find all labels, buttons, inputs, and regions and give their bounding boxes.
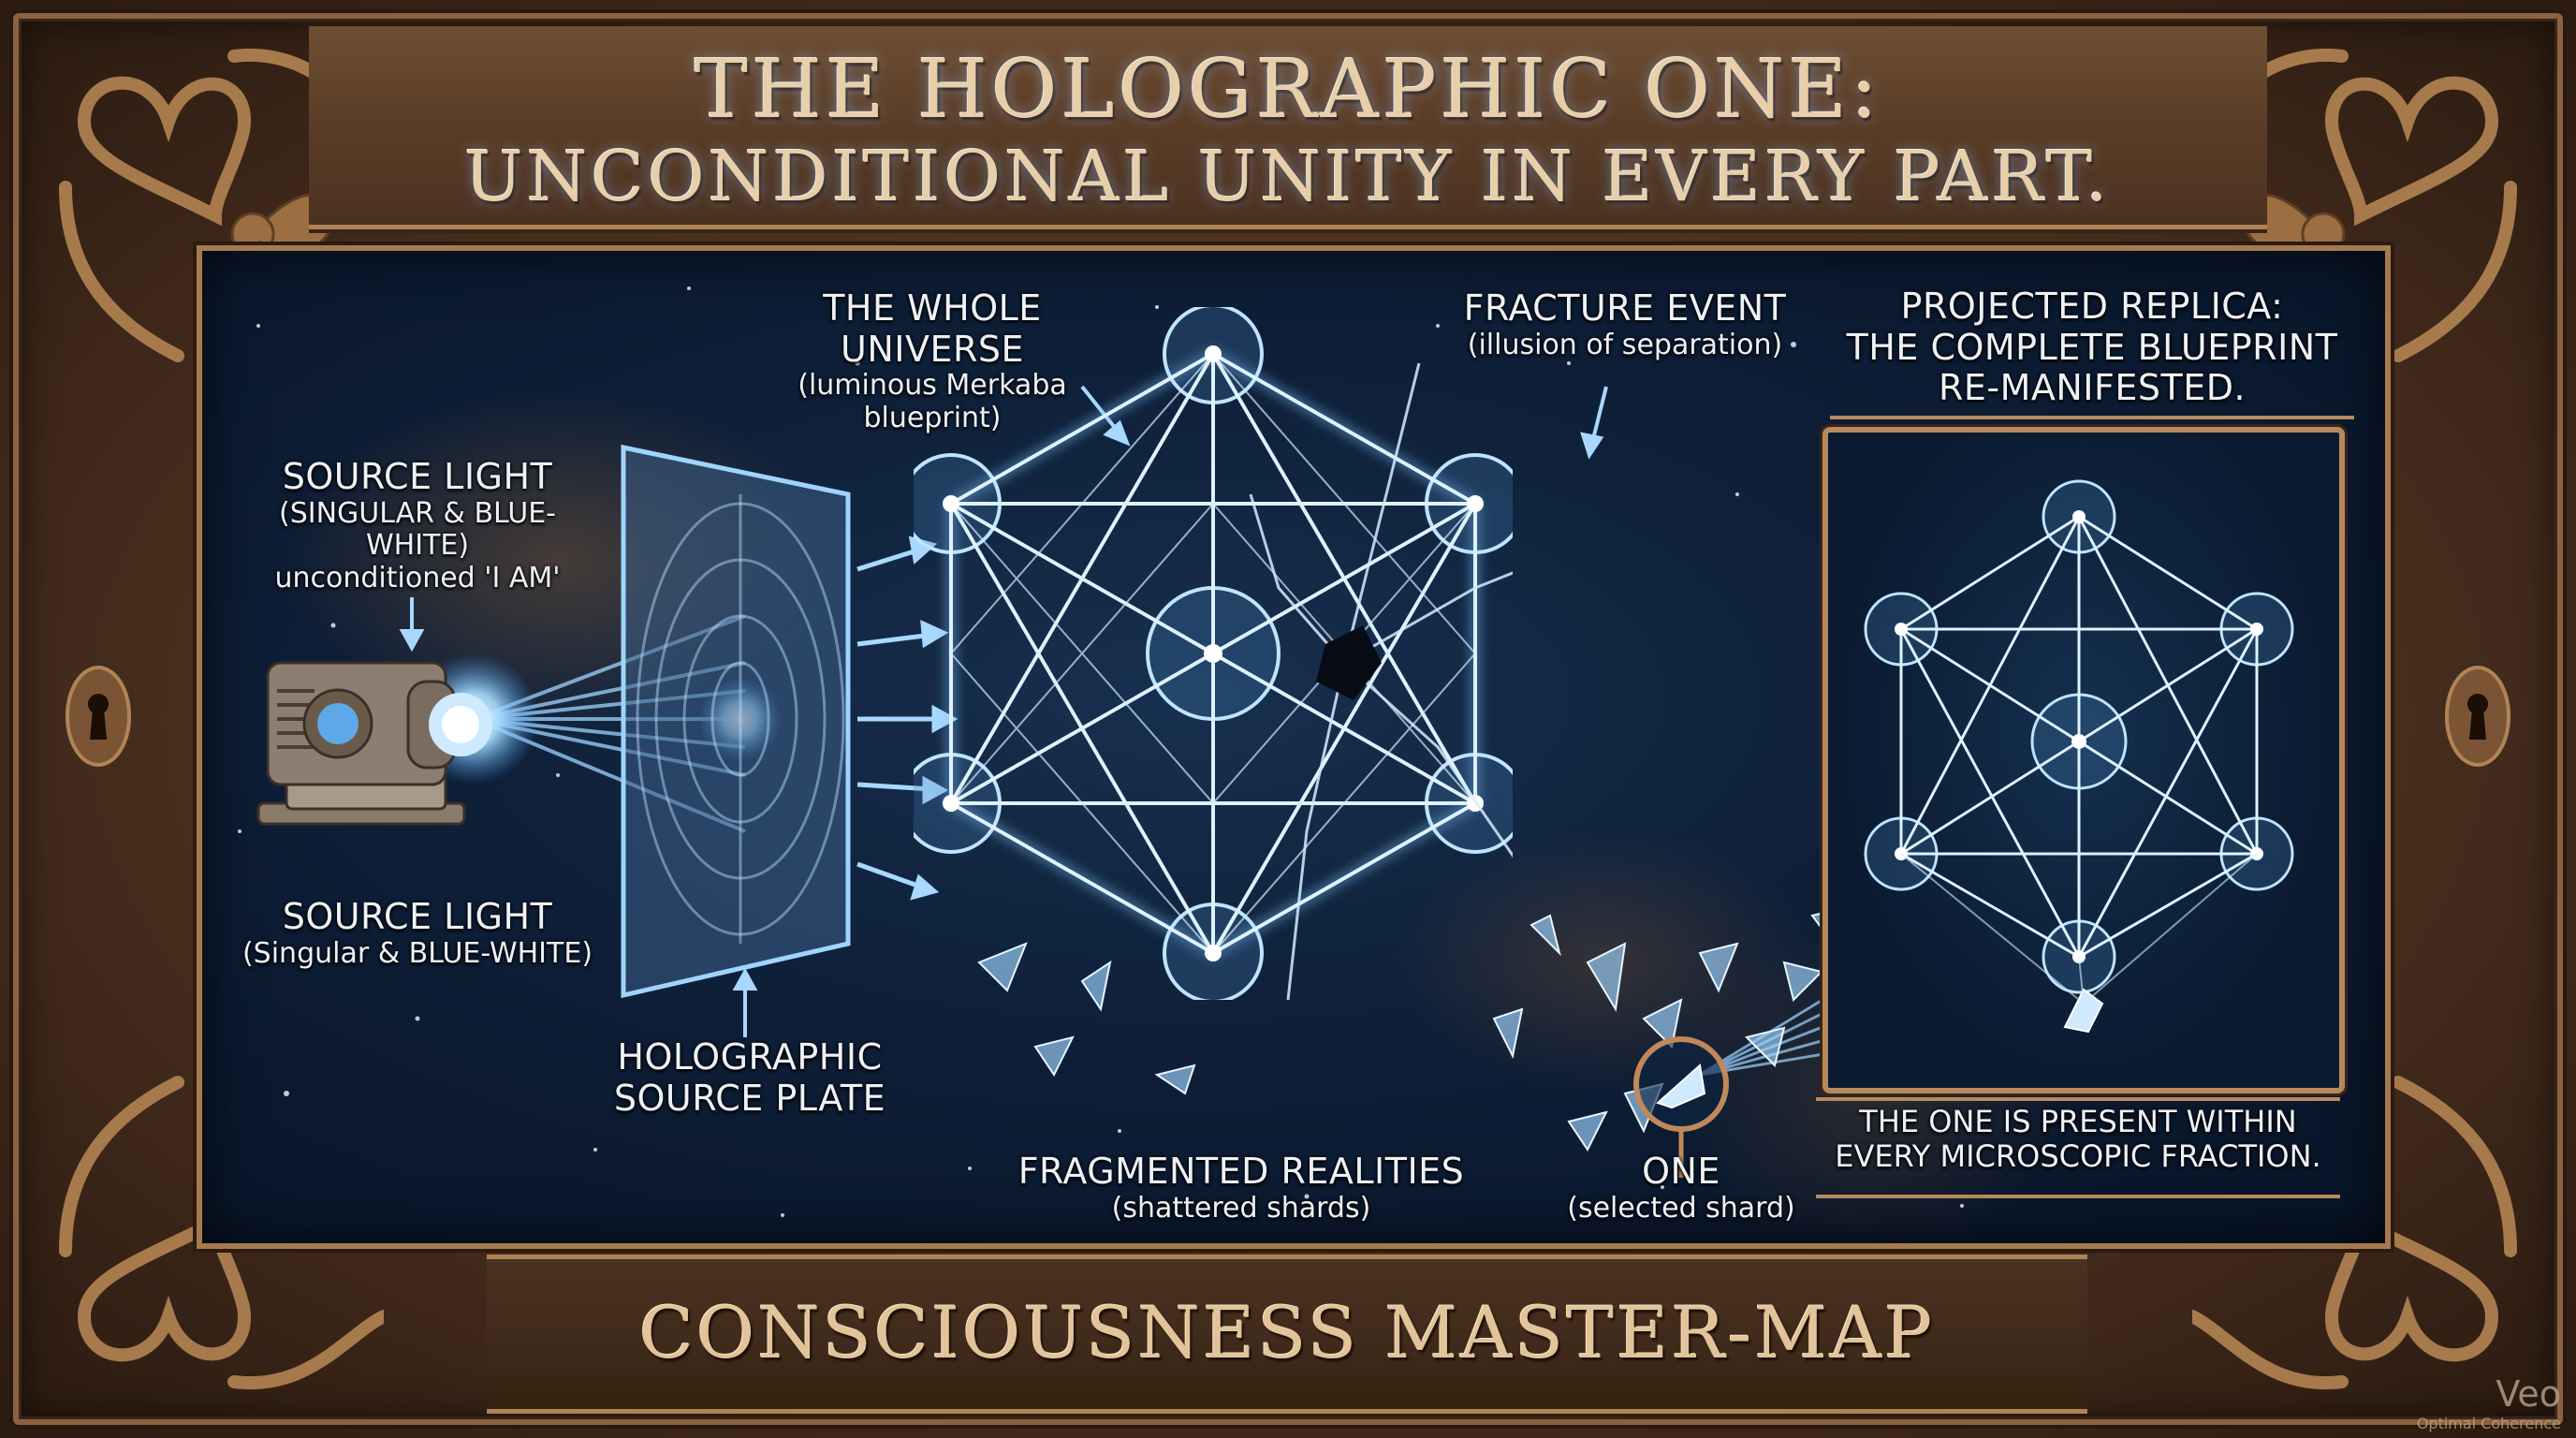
frame-border xyxy=(13,13,2563,1425)
watermark-tagline: Optimal Coherence xyxy=(2416,1415,2561,1432)
watermark: Veo Optimal Coherence xyxy=(2417,1373,2561,1432)
replica-caption: THE ONE IS PRESENT WITHIN EVERY MICROSCO… xyxy=(1835,1104,2321,1174)
footer-title: CONSCIOUSNESS MASTER-MAP xyxy=(638,1291,1936,1374)
source-light-label: SOURCE LIGHT (SINGULAR & BLUE-WHITE) unc… xyxy=(274,456,561,594)
one-shard-label: ONE (selected shard) xyxy=(1567,1151,1795,1225)
footer-panel: CONSCIOUSNESS MASTER-MAP xyxy=(487,1255,2087,1414)
replica-title-bar xyxy=(1830,275,2354,419)
watermark-brand: Veo xyxy=(2496,1373,2561,1415)
keyhole-icon xyxy=(66,666,131,767)
projected-replica-label: PROJECTED REPLICA: THE COMPLETE BLUEPRIN… xyxy=(1846,286,2338,409)
replica-caption-bar xyxy=(1816,1097,2340,1198)
whole-universe-label: THE WHOLE UNIVERSE (luminous Merkaba blu… xyxy=(798,287,1067,434)
holographic-plate-label: HOLOGRAPHIC SOURCE PLATE xyxy=(613,1036,886,1119)
source-light-lower-label: SOURCE LIGHT (Singular & BLUE-WHITE) xyxy=(242,896,593,970)
page-subtitle: UNCONDITIONAL UNITY IN EVERY PART. xyxy=(464,137,2112,217)
keyhole-icon xyxy=(2445,666,2510,767)
projector-icon xyxy=(256,661,492,826)
magnifier-ring-icon[interactable] xyxy=(1625,1028,1737,1187)
metatrons-cube-icon xyxy=(914,307,1513,1000)
metatrons-cube-replica-icon xyxy=(1864,479,2294,1034)
fragmented-realities-label: FRAGMENTED REALITIES (shattered shards) xyxy=(1017,1151,1465,1225)
fracture-event-label: FRACTURE EVENT (illusion of separation) xyxy=(1463,287,1787,361)
page-title: THE HOLOGRAPHIC ONE: xyxy=(694,43,1882,137)
title-panel: THE HOLOGRAPHIC ONE: UNCONDITIONAL UNITY… xyxy=(309,26,2267,229)
replica-panel xyxy=(1822,427,2345,1093)
holographic-plate-icon xyxy=(621,444,851,999)
